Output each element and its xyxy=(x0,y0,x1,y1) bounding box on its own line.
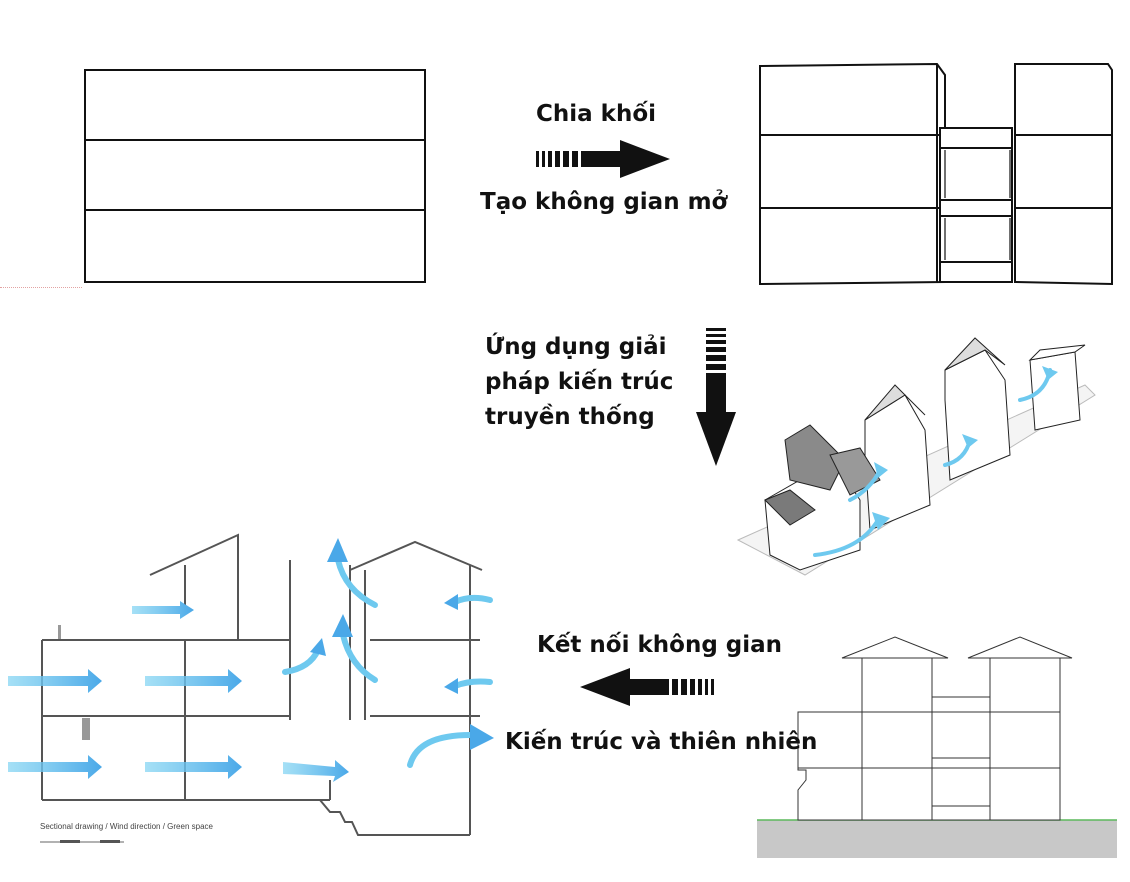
dotted-divider xyxy=(0,287,82,288)
section-caption: Sectional drawing / Wind direction / Gre… xyxy=(40,822,213,831)
scale-bar xyxy=(40,840,124,843)
connect-subtitle: Kiến trúc và thiên nhiên xyxy=(505,729,818,755)
connect-title: Kết nối không gian xyxy=(537,632,783,658)
split-title: Chia khối xyxy=(536,101,657,127)
traditional-line1: Ứng dụng giải xyxy=(485,334,667,360)
arrow-down-icon xyxy=(696,328,736,466)
arrow-right-icon xyxy=(536,140,670,178)
traditional-line3: truyền thống xyxy=(485,404,655,430)
arrow-left-icon xyxy=(580,668,714,706)
ground-plane xyxy=(757,820,1117,858)
traditional-line2: pháp kiến trúc xyxy=(485,369,674,395)
split-subtitle: Tạo không gian mở xyxy=(480,189,728,215)
wind-arrows xyxy=(8,601,349,782)
